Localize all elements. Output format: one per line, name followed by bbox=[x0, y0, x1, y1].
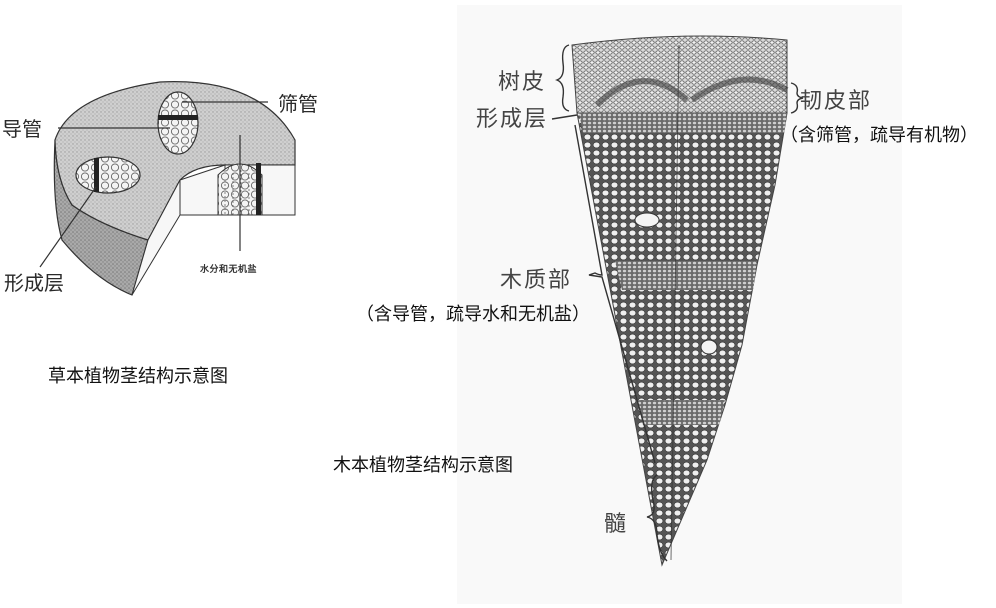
label-vessel: 导管 bbox=[2, 117, 42, 141]
label-pith: 髓 bbox=[604, 512, 629, 537]
label-woody-cambium: 形成层 bbox=[476, 107, 549, 132]
woody-caption: 木本植物茎结构示意图 bbox=[333, 455, 513, 476]
label-bark: 树皮 bbox=[498, 70, 547, 95]
woody-stem-panel bbox=[457, 5, 902, 604]
phloem-note: （含筛管，疏导有机物） bbox=[780, 125, 978, 146]
label-xylem: 木质部 bbox=[500, 268, 573, 293]
herbaceous-stem-diagram: 导管 筛管 形成层 水分和无机盐 bbox=[0, 55, 345, 310]
herbaceous-caption: 草本植物茎结构示意图 bbox=[48, 366, 228, 387]
label-phloem: 韧皮部 bbox=[800, 89, 873, 114]
xylem-note: （含导管，疏导水和无机盐） bbox=[356, 304, 590, 325]
label-water-minerals: 水分和无机盐 bbox=[200, 265, 258, 275]
label-cambium: 形成层 bbox=[4, 271, 64, 295]
woody-stem-illustration bbox=[551, 35, 804, 567]
label-sieve-tube: 筛管 bbox=[278, 92, 318, 116]
herbaceous-stem-illustration bbox=[39, 81, 296, 296]
